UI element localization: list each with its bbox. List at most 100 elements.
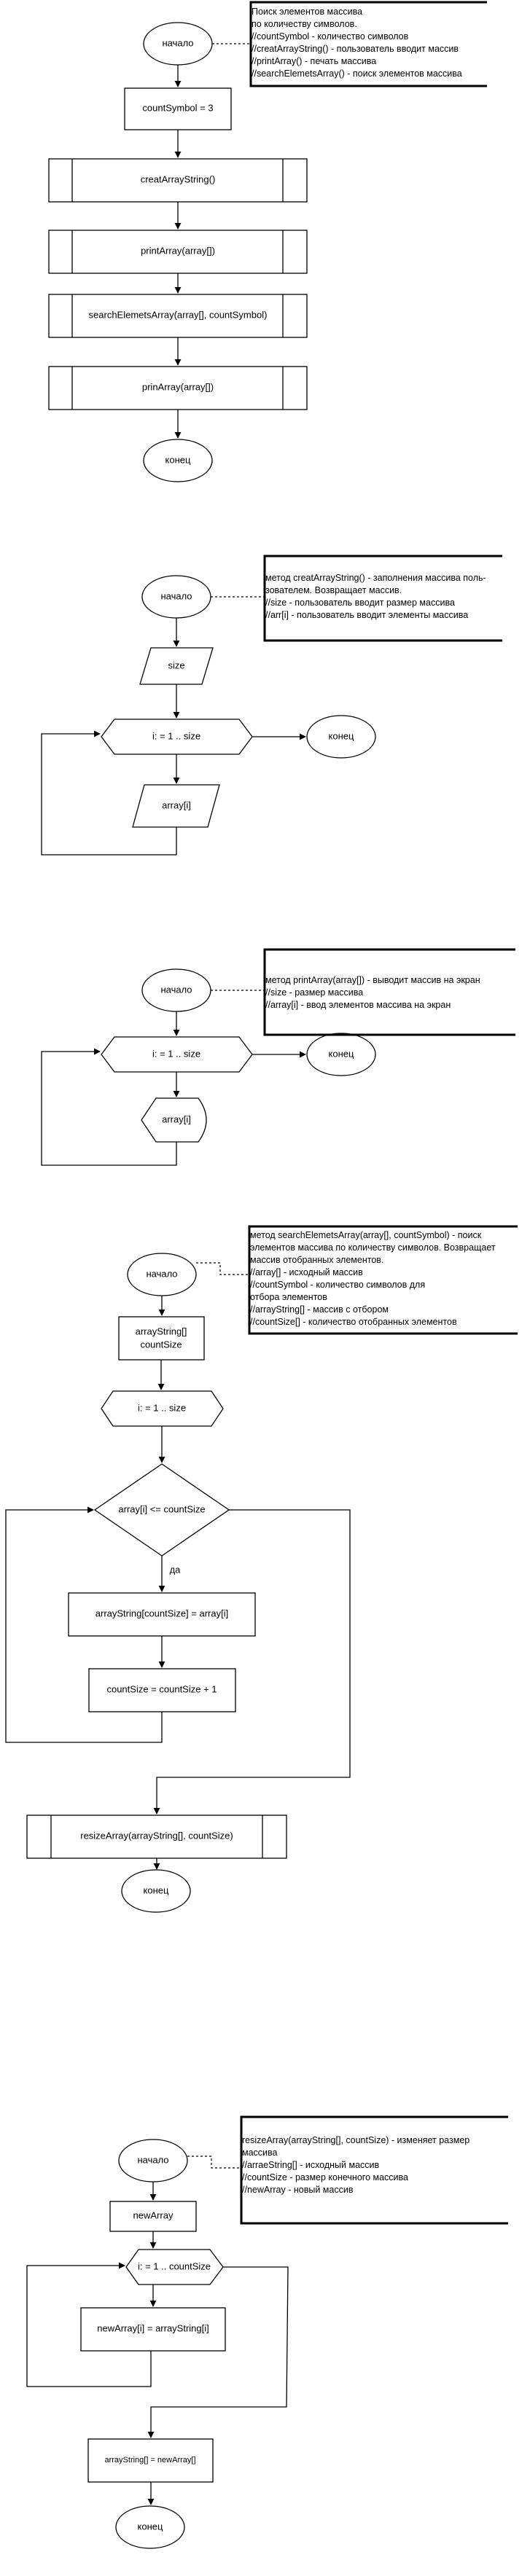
init-label: countSymbol = 3 — [142, 102, 213, 113]
note-text: метод creatArrayString() - заполнения ма… — [265, 573, 486, 620]
note-bracket — [248, 1225, 518, 1335]
init-label: countSize — [140, 1339, 182, 1350]
loop-label: i: = 1 .. countSize — [138, 2260, 211, 2271]
subprocess-resize-array[interactable] — [26, 1814, 287, 1859]
svg-text:метод searchElemetsArray(array: метод searchElemetsArray(array[], countS… — [250, 1230, 482, 1240]
note-connector — [187, 2156, 241, 2169]
svg-text:метод creatArrayString() - зап: метод creatArrayString() - заполнения ма… — [265, 573, 486, 583]
loop-hexagon[interactable] — [101, 719, 253, 755]
init-label: newArray — [133, 2209, 174, 2220]
assign-label: arrayString[countSize] = array[i] — [96, 1608, 228, 1618]
svg-text://array[i] - ввод элементов ма: //array[i] - ввод элементов массива на э… — [265, 1000, 451, 1010]
condition-no-connector — [153, 1509, 351, 1814]
start-label: начало — [146, 1268, 177, 1279]
subprocess-label: searchElemetsArray(array[], countSymbol) — [89, 309, 268, 320]
flow-search-elements-array: начало arrayString[] countSize i: = 1 ..… — [5, 1225, 518, 1913]
condition-label: array[i] <= countSize — [118, 1503, 205, 1514]
copy-process[interactable] — [80, 2307, 226, 2352]
input-label: array[i] — [162, 799, 191, 810]
svg-text:элементов массива по количеств: элементов массива по количеству символов… — [250, 1242, 496, 1253]
increment-label: countSize = countSize + 1 — [106, 1683, 217, 1694]
start-label: начало — [160, 984, 192, 995]
flow-main: начало countSymbol = 3 creatArrayString(… — [48, 1, 487, 482]
svg-text://countSymbol - количество сим: //countSymbol - количество символов — [252, 31, 409, 42]
loop-exit-connector — [147, 2266, 289, 2438]
display-array-element[interactable] — [141, 1097, 207, 1143]
subprocess-label: creatArrayString() — [141, 173, 216, 184]
svg-text://arraeString[] - исходный мас: //arraeString[] - исходный массив — [242, 2160, 380, 2170]
svg-text://countSize[] - количество ото: //countSize[] - количество отобранных эл… — [250, 1317, 457, 1327]
input-size[interactable] — [139, 647, 214, 685]
svg-text://size - размер массива: //size - размер массива — [265, 987, 363, 998]
svg-text://searchElemetsArray() - поиск: //searchElemetsArray() - поиск элементов… — [252, 68, 462, 79]
end-label: конец — [329, 730, 354, 741]
note-text: метод printArray(array[]) - выводит масс… — [265, 975, 480, 1010]
end-label: конец — [329, 1048, 354, 1059]
flow-resize-array: начало newArray i: = 1 .. countSize newA… — [26, 2115, 508, 2549]
flow-creat-array-string: начало size i: = 1 .. size конец array[i… — [41, 555, 502, 856]
subprocess-label: resizeArray(arrayString[], countSize) — [80, 1830, 233, 1841]
init-process[interactable] — [109, 2201, 197, 2232]
svg-text:отбора элементов: отбора элементов — [250, 1292, 327, 1302]
init-process[interactable] — [118, 1316, 205, 1361]
increment-process[interactable] — [88, 1668, 236, 1712]
subprocess-search-elements[interactable] — [48, 294, 308, 338]
note-bracket — [240, 2115, 508, 2225]
loop-back-connector — [5, 1506, 163, 1743]
input-label: size — [168, 659, 184, 670]
svg-text:resizeArray(arrayString[], cou: resizeArray(arrayString[], countSize) - … — [242, 2135, 469, 2145]
svg-text:массив отобранных элементов.: массив отобранных элементов. — [250, 1255, 383, 1265]
svg-text://creatArrayString() - пользов: //creatArrayString() - пользователь ввод… — [252, 44, 459, 54]
loop-label: i: = 1 .. size — [138, 1402, 186, 1413]
svg-text:зователем. Возвращает массив.: зователем. Возвращает массив. — [265, 585, 402, 595]
init-label: arrayString[] — [136, 1326, 187, 1336]
copy-label: newArray[i] = arrayString[i] — [97, 2322, 209, 2333]
end-terminal[interactable] — [143, 439, 213, 482]
subprocess-prin-array[interactable] — [48, 366, 308, 410]
svg-text://countSize - размер конечного: //countSize - размер конечного массива — [242, 2172, 408, 2182]
assign-label: arrayString[] = newArray[] — [104, 2456, 195, 2465]
svg-text://arr[i] - пользователь вводит: //arr[i] - пользователь вводит элементы … — [265, 610, 468, 620]
note-connector — [196, 1262, 249, 1275]
end-label: конец — [165, 454, 191, 465]
loop-label: i: = 1 .. size — [152, 1048, 200, 1059]
end-label: конец — [144, 1884, 169, 1895]
note-bracket — [249, 1, 487, 87]
note-text: метод searchElemetsArray(array[], countS… — [250, 1230, 496, 1327]
assign-process[interactable] — [87, 2438, 214, 2483]
note-text: resizeArray(arrayString[], countSize) - … — [242, 2135, 469, 2195]
start-label: начало — [137, 2154, 168, 2165]
subprocess-label: printArray(array[]) — [141, 245, 215, 256]
note-text: Поиск элементов массива по количеству си… — [252, 7, 462, 79]
svg-text://array[] - исходный массив: //array[] - исходный массив — [250, 1267, 363, 1277]
loop-hexagon[interactable] — [101, 1390, 224, 1427]
svg-text://printArray() - печать массив: //printArray() - печать массива — [252, 56, 376, 66]
note-bracket — [263, 555, 502, 642]
init-process[interactable] — [124, 87, 232, 130]
svg-text:по количеству символов.: по количеству символов. — [252, 19, 357, 29]
note-bracket — [263, 948, 515, 1036]
start-label: начало — [162, 37, 193, 48]
loop-label: i: = 1 .. size — [152, 730, 200, 741]
svg-text://size - пользователь вводит р: //size - пользователь вводит размер масс… — [265, 598, 455, 608]
end-terminal[interactable] — [306, 715, 376, 759]
subprocess-label: prinArray(array[]) — [142, 381, 214, 392]
end-terminal[interactable] — [306, 1033, 376, 1076]
loop-hexagon[interactable] — [101, 1036, 253, 1073]
subprocess-print-array[interactable] — [48, 230, 308, 274]
loop-back-connector — [26, 2262, 152, 2387]
end-terminal[interactable] — [115, 2505, 185, 2549]
input-array-element[interactable] — [132, 784, 220, 828]
svg-text:Поиск элементов массива: Поиск элементов массива — [252, 7, 362, 17]
svg-text:метод printArray(array[]) - вы: метод printArray(array[]) - выводит масс… — [265, 975, 480, 985]
yes-label: да — [170, 1564, 182, 1575]
svg-text://newArray - новый массив: //newArray - новый массив — [242, 2185, 354, 2195]
flow-print-array: начало i: = 1 .. size конец array[i] мет… — [41, 948, 515, 1166]
loop-hexagon[interactable] — [125, 2249, 224, 2285]
svg-text:массива: массива — [242, 2148, 278, 2158]
end-terminal[interactable] — [121, 1869, 191, 1913]
end-label: конец — [138, 2521, 163, 2532]
loop-back-connector — [41, 1048, 177, 1166]
start-label: начало — [160, 590, 192, 601]
